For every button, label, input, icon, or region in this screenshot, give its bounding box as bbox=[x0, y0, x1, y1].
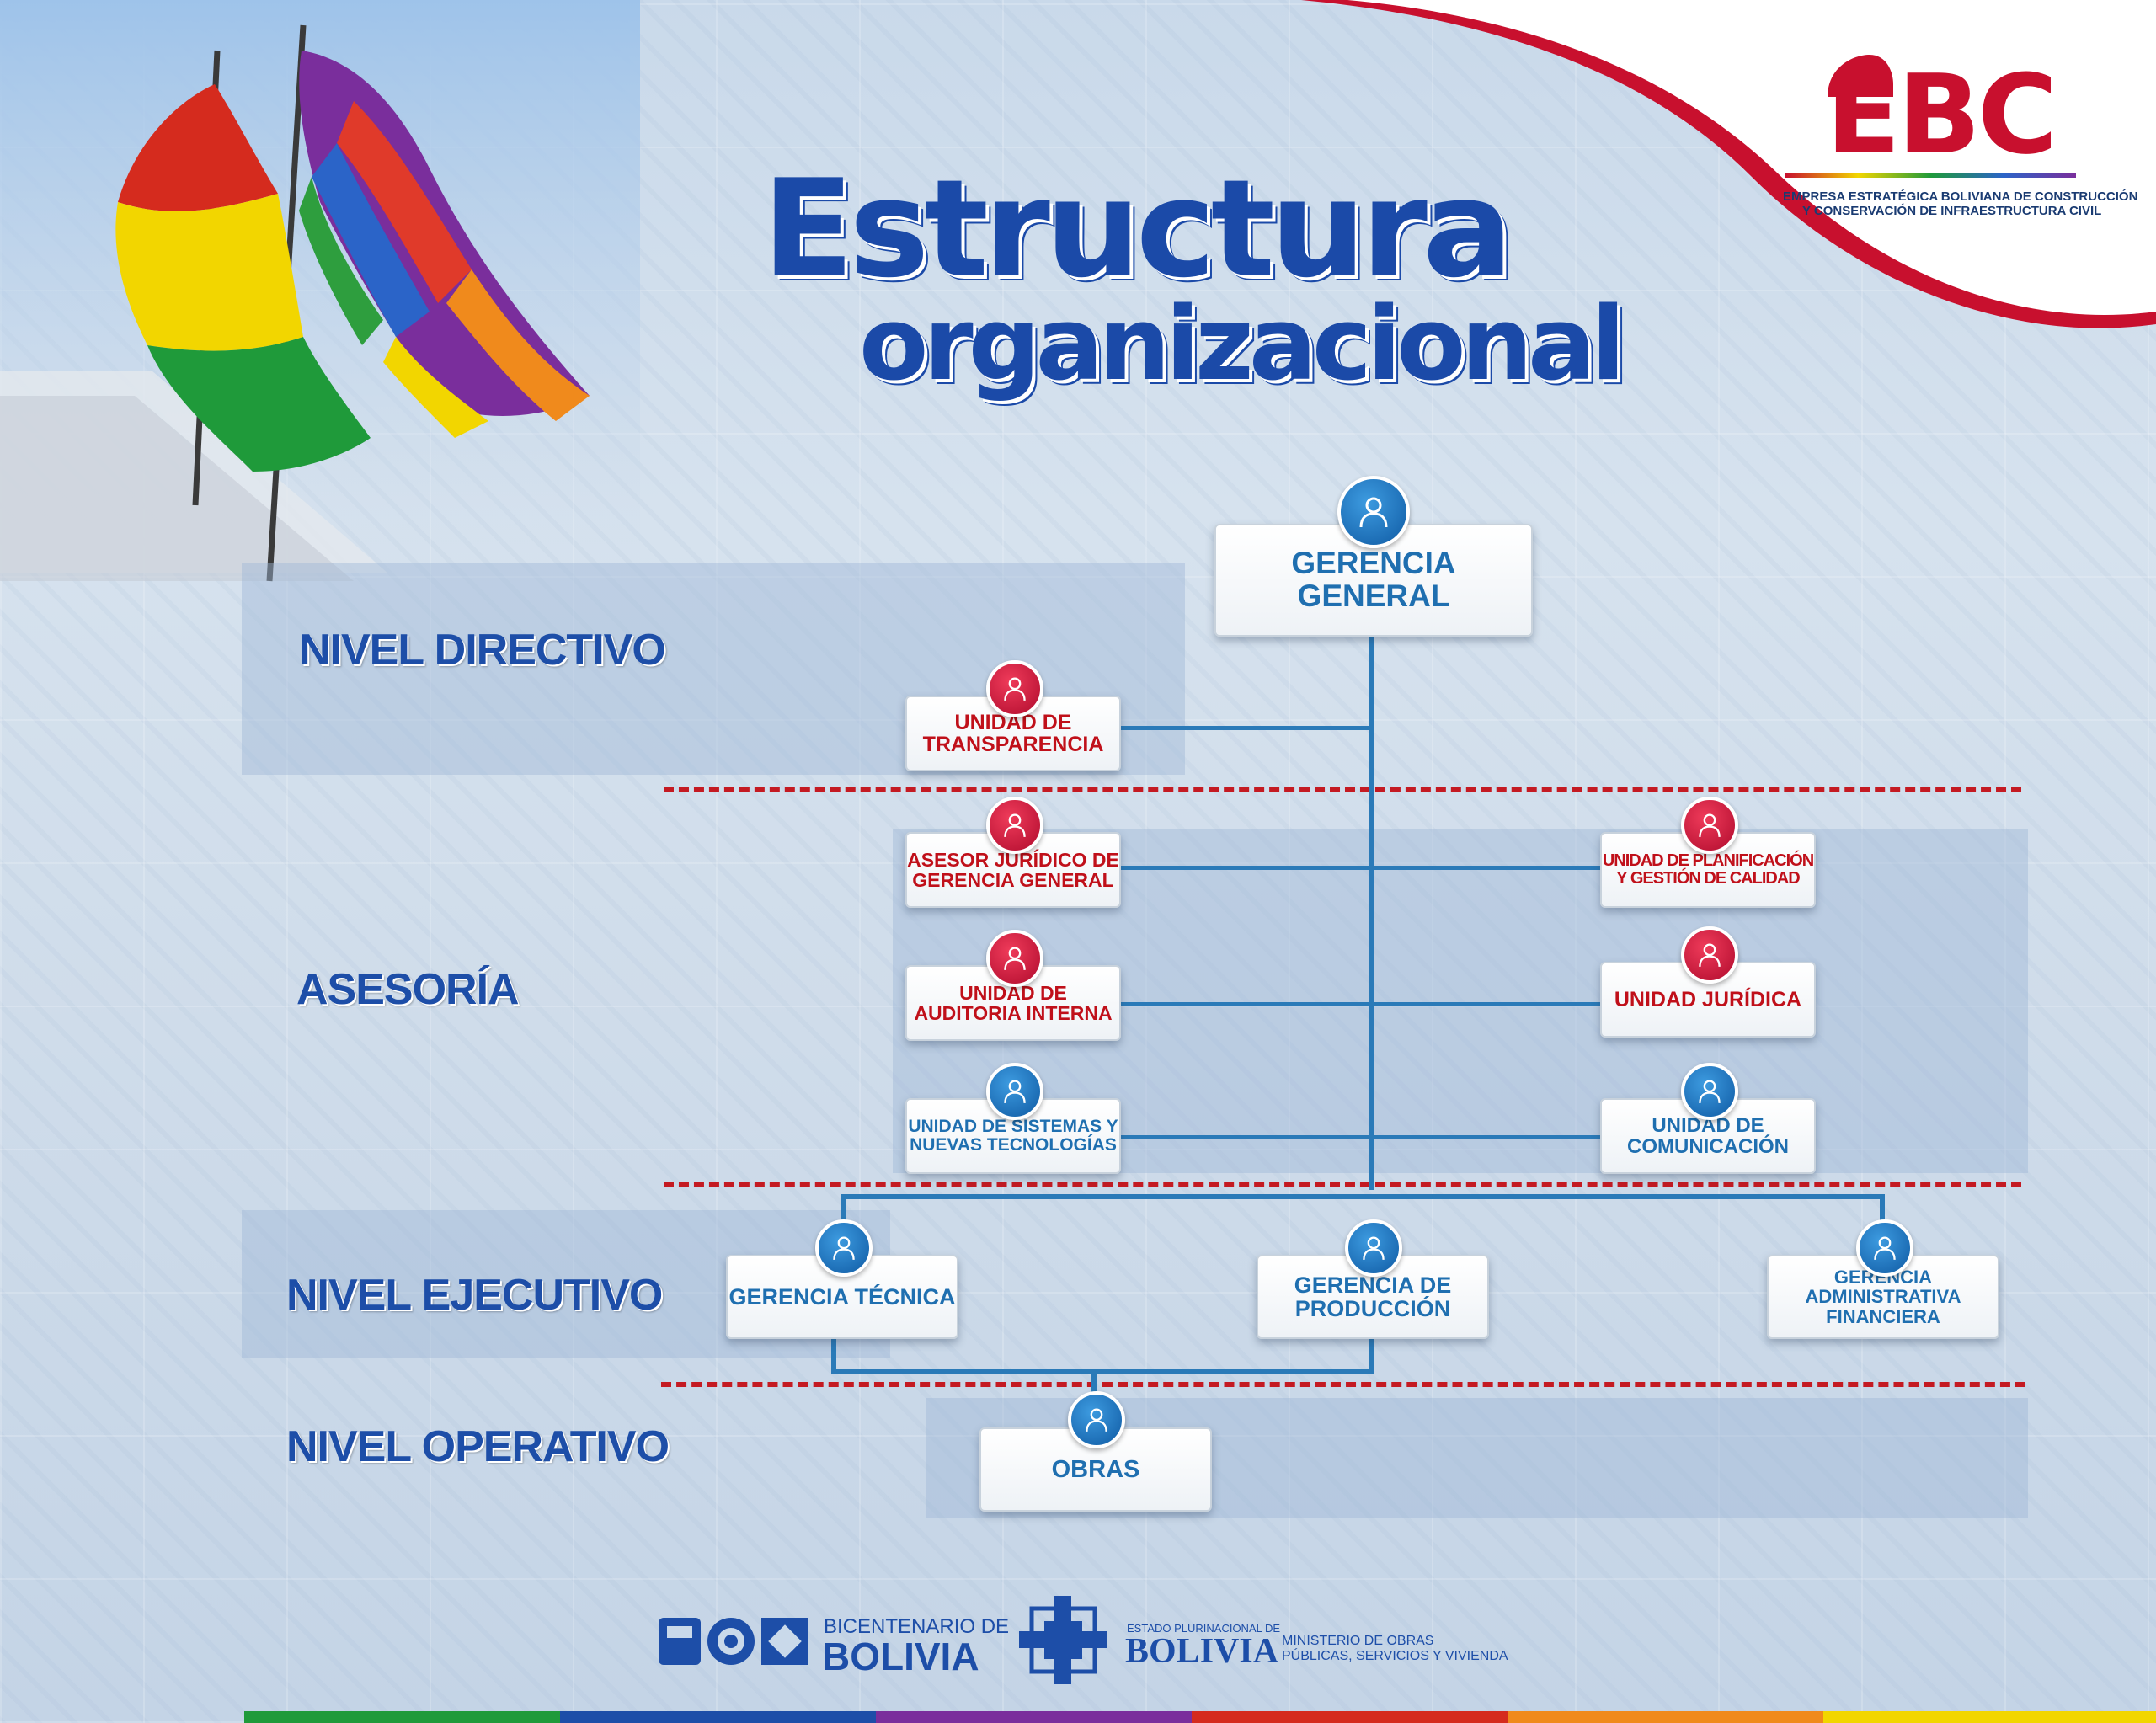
node-gerencia-produccion-l2: PRODUCCIÓN bbox=[1294, 1296, 1451, 1321]
person-icon bbox=[986, 797, 1043, 854]
connector-obras-bar bbox=[831, 1369, 1374, 1374]
node-gerencia-tecnica[interactable]: GERENCIA TÉCNICA bbox=[726, 1255, 958, 1339]
level-operativo: NIVEL OPERATIVO bbox=[286, 1422, 670, 1471]
stripe-yellow bbox=[1823, 1711, 2156, 1723]
person-icon bbox=[815, 1219, 873, 1277]
ebc-subtitle-2: Y CONSERVACIÓN DE INFRAESTRUCTURA CIVIL bbox=[1802, 204, 2102, 218]
estado-small: ESTADO PLURINACIONAL DE bbox=[1127, 1622, 1281, 1635]
stripe-orange bbox=[1508, 1711, 1823, 1723]
ministerio-l2: PÚBLICAS, SERVICIOS Y VIVIENDA bbox=[1282, 1649, 1508, 1663]
connector-admin-drop bbox=[1880, 1194, 1885, 1235]
node-sistemas-l1: UNIDAD DE SISTEMAS Y bbox=[908, 1116, 1118, 1136]
person-icon bbox=[986, 660, 1043, 717]
connector-ejecutivo-bar bbox=[841, 1194, 1885, 1199]
title-estructura: Estructura bbox=[762, 150, 1513, 307]
red-swoosh bbox=[1301, 0, 2156, 328]
separator-1 bbox=[664, 787, 2021, 792]
node-auditoria-l2: AUDITORIA INTERNA bbox=[914, 1002, 1113, 1024]
coat-of-arms-icon bbox=[1019, 1596, 1107, 1684]
node-planificacion-l1: UNIDAD DE PLANIFICACIÓN bbox=[1602, 851, 1814, 870]
person-icon bbox=[1068, 1391, 1125, 1448]
ministerio-l1: MINISTERIO DE OBRAS bbox=[1282, 1634, 1434, 1648]
level-directivo: NIVEL DIRECTIVO bbox=[299, 626, 666, 675]
flags-illustration bbox=[0, 0, 640, 589]
node-comunicacion-l2: COMUNICACIÓN bbox=[1627, 1135, 1789, 1158]
node-gerencia-admin-l1: GERENCIA bbox=[1833, 1267, 1933, 1288]
ebc-rainbow-bar bbox=[1785, 173, 2076, 178]
level-asesoria: ASESORÍA bbox=[296, 965, 520, 1014]
person-icon bbox=[1681, 797, 1738, 854]
person-icon bbox=[1337, 476, 1410, 548]
node-asesor-juridico-l2: GERENCIA GENERAL bbox=[912, 869, 1114, 891]
connector-row1 bbox=[1116, 866, 1604, 870]
node-planificacion-l2: Y GESTIÓN DE CALIDAD bbox=[1616, 869, 1800, 888]
bicentenario-big: BOLIVIA bbox=[822, 1635, 979, 1678]
helmet-icon bbox=[1828, 55, 1893, 97]
node-gerencia-admin-l3: FINANCIERA bbox=[1826, 1305, 1940, 1327]
connector-transparencia bbox=[1116, 726, 1373, 730]
stripe-purple bbox=[876, 1711, 1192, 1723]
node-gerencia-admin-l2: ADMINISTRATIVA bbox=[1805, 1286, 1961, 1308]
stripe-blue bbox=[560, 1711, 876, 1723]
node-juridica-label: UNIDAD JURÍDICA bbox=[1614, 987, 1802, 1011]
ebc-subtitle-1: EMPRESA ESTRATÉGICA BOLIVIANA DE CONSTRU… bbox=[1783, 189, 2138, 204]
node-sistemas-l2: NUEVAS TECNOLOGÍAS bbox=[910, 1135, 1117, 1155]
node-gerencia-tecnica-label: GERENCIA TÉCNICA bbox=[728, 1283, 956, 1310]
stripe-red bbox=[1192, 1711, 1508, 1723]
person-icon bbox=[1681, 1063, 1738, 1120]
person-icon bbox=[1856, 1219, 1913, 1277]
connector-trunk bbox=[1369, 636, 1374, 1190]
connector-row3 bbox=[1116, 1135, 1604, 1139]
connector-row2 bbox=[1116, 1002, 1604, 1006]
node-obras-label: OBRAS bbox=[1051, 1455, 1140, 1483]
separator-2 bbox=[664, 1182, 2021, 1187]
person-icon bbox=[986, 930, 1043, 987]
person-icon bbox=[986, 1063, 1043, 1120]
person-icon bbox=[1681, 926, 1738, 984]
title-organizacional: organizacional bbox=[859, 286, 1625, 403]
node-gerencia-produccion-l1: GERENCIA DE bbox=[1294, 1272, 1452, 1298]
person-icon bbox=[1345, 1219, 1402, 1277]
connector-produccion-down bbox=[1369, 1331, 1374, 1374]
bicentenario-emblem bbox=[659, 1618, 808, 1665]
node-gerencia-general-label: GERENCIA GENERAL bbox=[1291, 546, 1456, 613]
bicentenario-small: BICENTENARIO DE bbox=[824, 1615, 1010, 1638]
connector-tecnica-down bbox=[831, 1331, 836, 1374]
level-ejecutivo: NIVEL EJECUTIVO bbox=[286, 1271, 663, 1320]
estado-big: BOLIVIA bbox=[1125, 1632, 1279, 1671]
node-transparencia-l2: TRANSPARENCIA bbox=[922, 733, 1104, 756]
separator-3 bbox=[661, 1382, 2025, 1387]
stripe-green bbox=[244, 1711, 560, 1723]
